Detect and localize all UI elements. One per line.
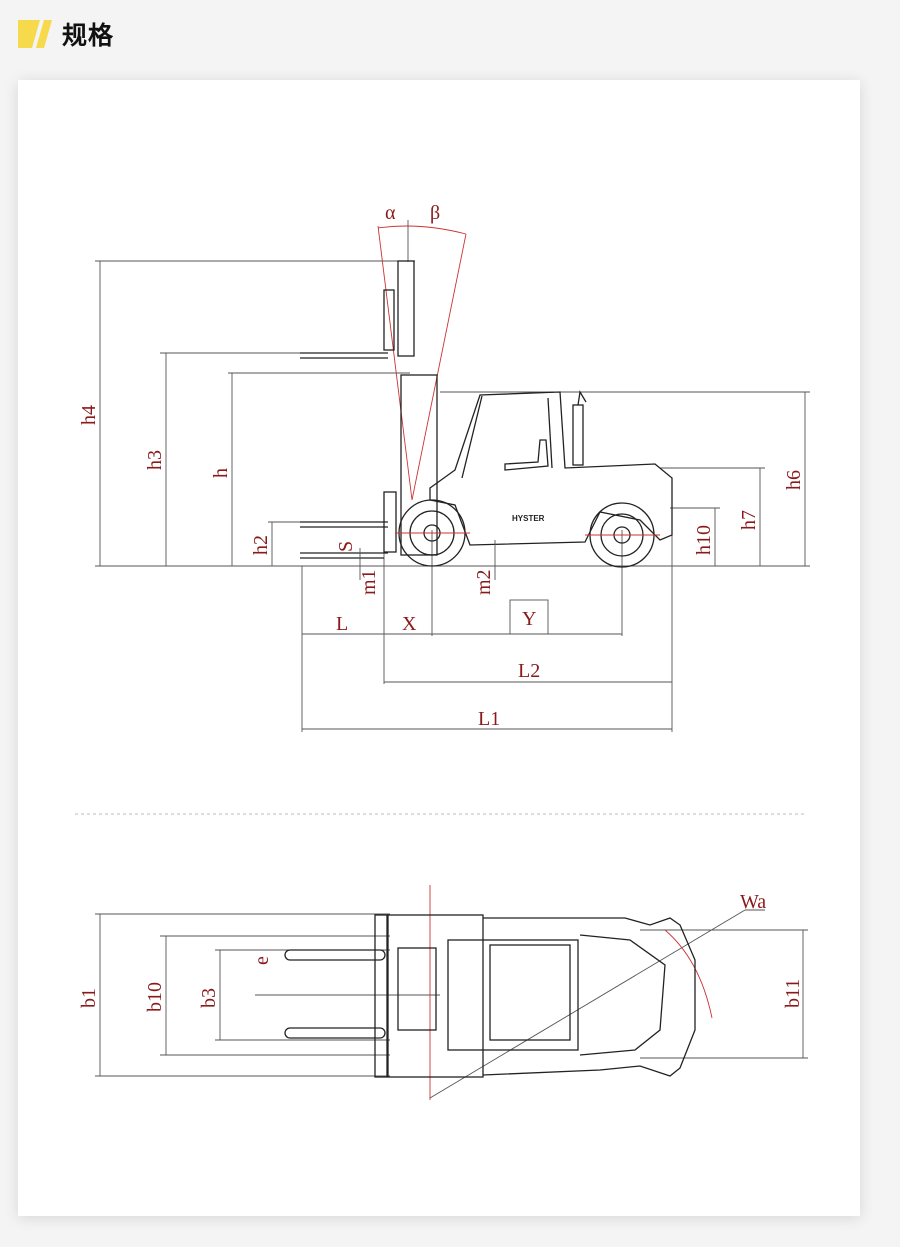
top-view: Wa e b1 b10 b3 b11 [78, 885, 808, 1100]
beta-label: β [430, 202, 440, 224]
wa-label: Wa [740, 891, 766, 913]
y-label: Y [522, 608, 536, 630]
h10-label: h10 [693, 525, 715, 555]
alpha-label: α [385, 202, 396, 224]
m2-label: m2 [473, 569, 495, 595]
x-label: X [402, 613, 417, 635]
h3-label: h3 [144, 450, 166, 470]
b11-label: b11 [782, 979, 804, 1008]
h2-label: h2 [250, 535, 272, 555]
h4-label: h4 [78, 405, 100, 425]
m1-label: m1 [358, 569, 380, 595]
section-header: 规格 [18, 18, 114, 50]
b3-label: b3 [198, 988, 220, 1008]
s-label: S [335, 541, 357, 552]
e-label: e [251, 956, 273, 965]
l-label: L [336, 613, 348, 635]
l2-label: L2 [518, 660, 540, 682]
brand-logo: HYSTER [512, 514, 545, 523]
h6-label: h6 [783, 470, 805, 490]
b1-label: b1 [78, 988, 100, 1008]
l1-label: L1 [478, 708, 500, 730]
section-title: 规格 [62, 21, 115, 50]
side-view: HYSTER α β h4 h3 h h2 S m1 m2 h10 h7 h6 … [78, 202, 810, 732]
spec-drawing-card [18, 80, 860, 1216]
section-accent-icon [18, 20, 52, 48]
h-label: h [210, 468, 232, 478]
b10-label: b10 [144, 982, 166, 1012]
h7-label: h7 [738, 510, 760, 530]
